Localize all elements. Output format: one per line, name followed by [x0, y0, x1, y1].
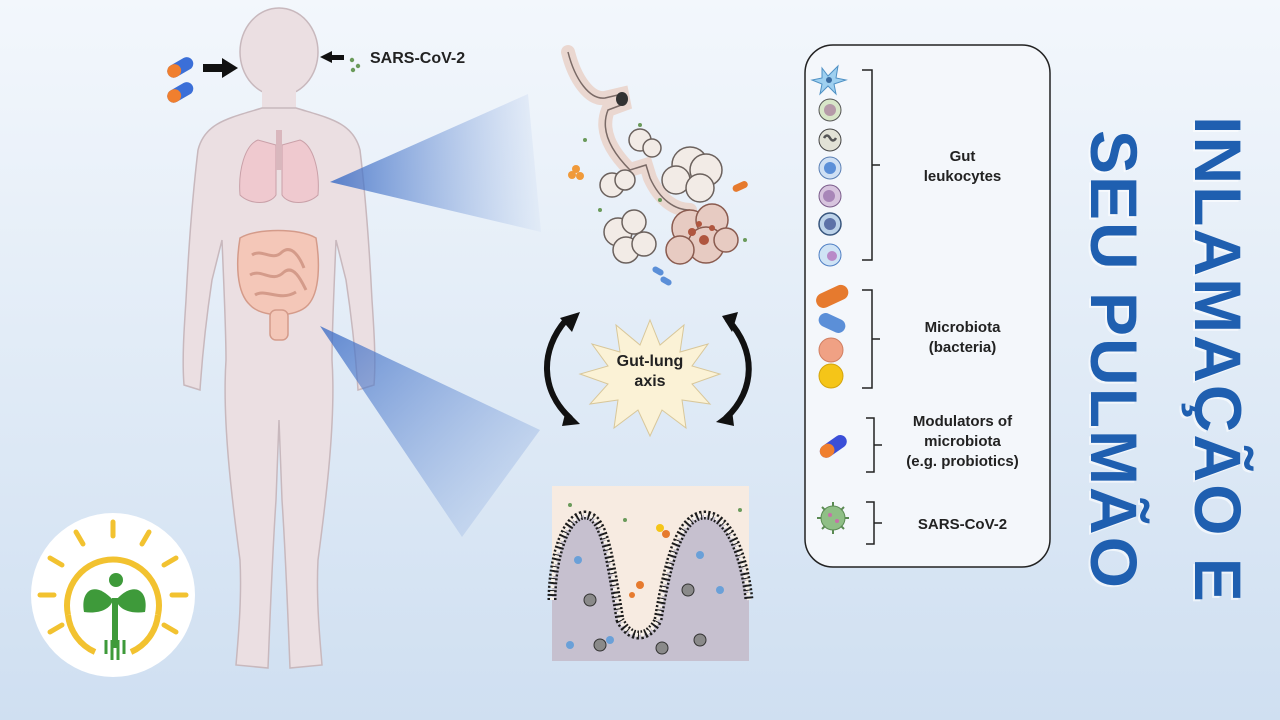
sun-leaf-logo [31, 513, 195, 677]
axis-label-line2: axis [634, 373, 666, 390]
legend-gut-leukocytes-label: Gut leukocytes [880, 147, 1045, 187]
gut-leukocytes-bracket [862, 69, 880, 261]
title-line-2: SEU PULMÃO [1077, 129, 1151, 591]
gut-lung-axis-label: Gut-lung axis [600, 352, 700, 392]
orange-bacterium-icon [816, 284, 849, 308]
gut-zoom-beam [320, 326, 540, 537]
pink-coccus-icon [818, 337, 844, 363]
microbiota-bracket [862, 289, 880, 389]
arrow-right-icon [203, 58, 238, 78]
human-body-figure [182, 7, 376, 669]
cycle-arrow-left-icon [544, 317, 573, 421]
eosinophil-icon [818, 243, 842, 267]
modulators-bracket [866, 417, 882, 473]
gut-lung-axis-starburst [578, 318, 722, 438]
lymphocyte-icon [818, 156, 842, 180]
lungs-organ [239, 139, 277, 203]
probiotic-capsule-icon [167, 57, 194, 103]
gut-villi-illustration [547, 486, 754, 661]
axis-label-line1: Gut-lung [616, 353, 684, 370]
alveoli-illustration [561, 45, 748, 286]
microbiota-icons [816, 284, 849, 389]
legend-gut-line2: leukocytes [923, 168, 1002, 185]
legend-modulators-label: Modulators of microbiota (e.g. probiotic… [880, 412, 1045, 472]
yellow-coccus-icon [818, 363, 844, 389]
plasma-cell-icon [818, 184, 842, 208]
lung-zoom-beam [330, 94, 541, 232]
legend-microbiota-label: Microbiota (bacteria) [880, 318, 1045, 358]
legend-box [804, 44, 1051, 568]
sars-cov-2-top-label: SARS-CoV-2 [370, 50, 466, 67]
blue-bacterium-icon [818, 313, 846, 333]
virus-particles-icon [349, 57, 361, 73]
macrophage-icon [818, 98, 842, 122]
legend-mod-line2: microbiota [924, 433, 1001, 450]
neutrophil-icon [818, 128, 842, 152]
legend-mod-line3: (e.g. probiotics) [906, 453, 1019, 470]
leukocyte-icons [810, 64, 848, 267]
title-line-1: INLAMAÇÃO E [1181, 116, 1255, 604]
legend-mod-line1: Modulators of [912, 413, 1013, 430]
monocyte-icon [818, 212, 842, 236]
legend-gut-line1: Gut [949, 148, 976, 165]
intestines-organ [236, 229, 320, 316]
legend-sars-cov-2-label: SARS-CoV-2 [917, 516, 1008, 533]
sars-bracket [866, 501, 882, 545]
arrow-left-icon [320, 51, 344, 63]
probiotic-capsule-legend-icon [819, 435, 847, 458]
sars-cov-2-virus-icon [817, 502, 849, 534]
legend-micro-line2: (bacteria) [928, 339, 997, 356]
dendritic-cell-icon [810, 64, 848, 96]
cycle-arrow-right-icon [723, 317, 752, 421]
legend-micro-line1: Microbiota [924, 319, 1001, 336]
